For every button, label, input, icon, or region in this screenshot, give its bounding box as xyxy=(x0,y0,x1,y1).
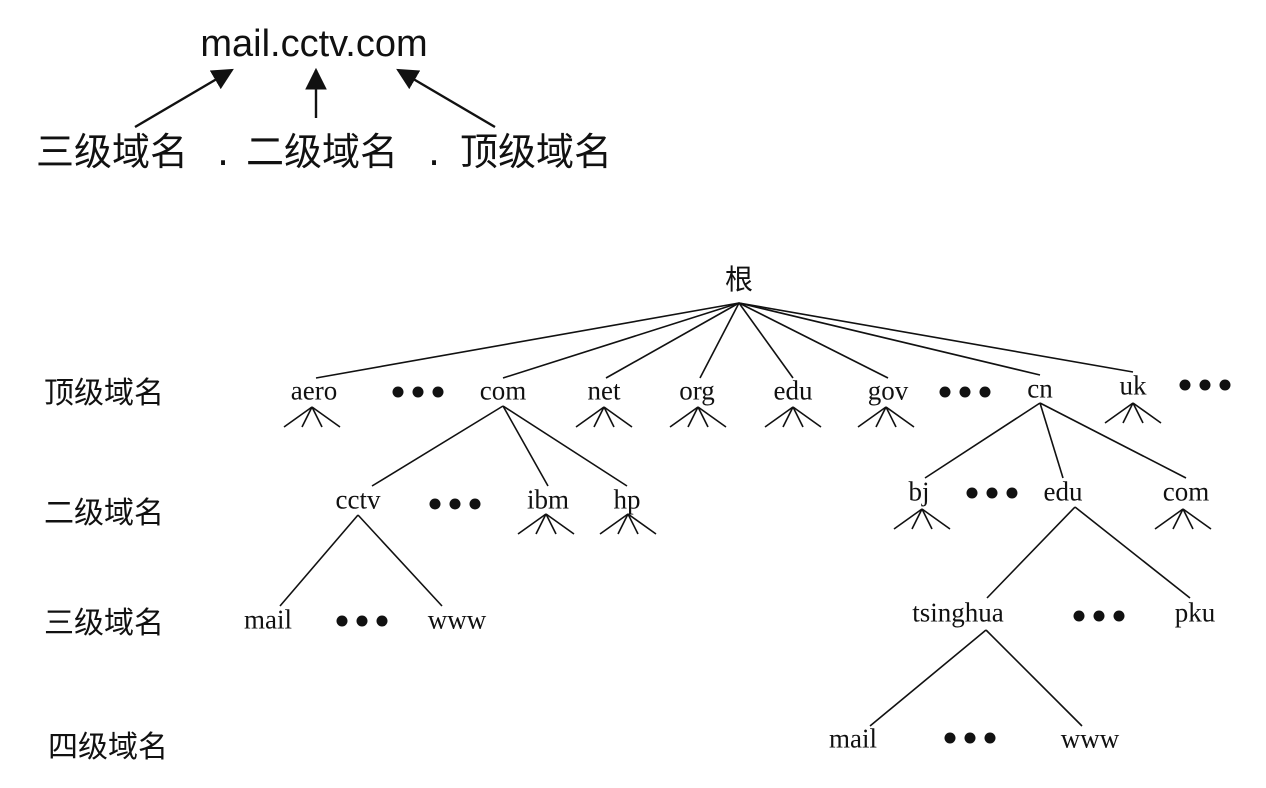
subtree-fan xyxy=(1154,508,1212,530)
cn-edu: edu xyxy=(1043,476,1083,507)
cn-edge-edu xyxy=(1039,402,1064,479)
root-edge-3 xyxy=(699,302,740,379)
cctv-edge-mail xyxy=(279,514,359,607)
arrow-top-level xyxy=(396,68,496,129)
cctv-mail: mail xyxy=(244,604,292,635)
second-level-part-label: 二级域名 xyxy=(246,130,399,174)
subtree-fan xyxy=(599,513,657,535)
tld-edu: edu xyxy=(773,375,813,406)
tld-com: com xyxy=(479,375,527,406)
tld-net: net xyxy=(587,375,621,406)
ellipsis-dots xyxy=(1179,379,1231,391)
com-edge-hp xyxy=(502,405,628,487)
arrow-third-level xyxy=(134,68,234,129)
subtree-fan xyxy=(893,508,951,530)
ellipsis-dots xyxy=(429,498,481,510)
separator-dot-2: . xyxy=(428,130,441,174)
edu-edge-tsinghua xyxy=(986,506,1076,599)
ellipsis-dots xyxy=(966,487,1018,499)
cctv-edge-www xyxy=(357,514,443,607)
subtree-fan xyxy=(517,513,575,535)
separator-dot-1: . xyxy=(217,130,230,174)
top-level-part-label: 顶级域名 xyxy=(460,130,613,174)
tld-aero: aero xyxy=(290,375,338,406)
level-label-third: 三级域名 xyxy=(44,606,164,641)
third-level-part-label: 三级域名 xyxy=(36,130,189,174)
ellipsis-dots xyxy=(1073,610,1125,622)
com-ibm: ibm xyxy=(526,484,570,515)
ellipsis-dots xyxy=(939,386,991,398)
subtree-fan xyxy=(1104,402,1162,424)
root-edge-7 xyxy=(738,302,1134,373)
subtree-fan xyxy=(669,406,727,428)
ellipsis-dots xyxy=(392,386,444,398)
tsinghua-www: www xyxy=(1060,723,1120,754)
root-edge-4 xyxy=(738,302,794,379)
edu-tsinghua: tsinghua xyxy=(912,597,1004,628)
level-label-fourth: 四级域名 xyxy=(48,730,168,765)
cn-bj: bj xyxy=(908,476,930,507)
com-hp: hp xyxy=(613,484,641,515)
edu-pku: pku xyxy=(1174,597,1216,628)
cctv-www: www xyxy=(427,604,487,635)
root-edge-1 xyxy=(502,302,740,379)
level-label-top: 顶级域名 xyxy=(44,376,164,411)
com-cctv: cctv xyxy=(335,484,381,515)
example-domain: mail.cctv.com xyxy=(200,23,428,65)
tree-root: 根 xyxy=(724,263,754,296)
tsinghua-edge-www xyxy=(985,629,1083,727)
tld-cn: cn xyxy=(1027,373,1053,404)
tld-uk: uk xyxy=(1119,370,1147,401)
subtree-fan xyxy=(857,406,915,428)
ellipsis-dots xyxy=(336,615,388,627)
root-edge-2 xyxy=(605,302,740,379)
level-label-second: 二级域名 xyxy=(44,496,164,531)
tsinghua-mail: mail xyxy=(829,723,877,754)
tsinghua-edge-mail xyxy=(869,629,987,727)
ellipsis-dots xyxy=(944,732,996,744)
subtree-fan xyxy=(283,406,341,428)
root-edge-0 xyxy=(315,302,740,379)
root-edge-6 xyxy=(738,302,1041,376)
cn-edge-com xyxy=(1039,402,1187,479)
cn-com: com xyxy=(1162,476,1210,507)
subtree-fan xyxy=(764,406,822,428)
root-edge-5 xyxy=(738,302,889,379)
tld-gov: gov xyxy=(867,375,909,406)
tld-org: org xyxy=(679,375,715,406)
edu-edge-pku xyxy=(1074,506,1191,599)
com-edge-cctv xyxy=(371,405,504,487)
com-edge-ibm xyxy=(502,405,549,487)
subtree-fan xyxy=(575,406,633,428)
cn-edge-bj xyxy=(924,402,1041,479)
